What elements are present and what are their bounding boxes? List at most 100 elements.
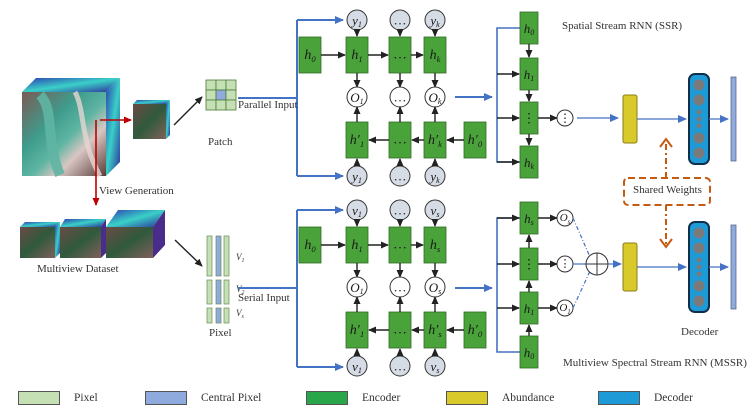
decoder-neuron: [693, 227, 705, 239]
pixel-bar: [223, 307, 230, 324]
stack-output-label: Os: [560, 212, 571, 226]
view-label: V2: [236, 284, 245, 296]
decoder-neuron: [693, 132, 705, 144]
pixel-label: Pixel: [209, 327, 232, 339]
hidden-state-label: …: [393, 323, 407, 338]
input-node-label: …: [394, 203, 407, 218]
stack-input-bracket: [496, 27, 520, 163]
mssr-title: Multiview Spectral Stream RNN (MSSR): [563, 357, 747, 369]
legend-swatch-encoder: [306, 391, 348, 405]
input-node-label: vs: [431, 203, 440, 219]
serial-input-arrows: [238, 206, 344, 371]
legend-item-decoder: Decoder: [598, 387, 693, 409]
central-pixel-bar: [215, 279, 222, 305]
pixel-bar: [206, 279, 213, 305]
hidden-state-label: h′1: [350, 323, 364, 340]
pixel-bar: [206, 235, 213, 277]
hidden-state-label: h′0: [468, 133, 483, 150]
pixel-bar: [223, 235, 230, 277]
decoder-neuron: [696, 264, 702, 270]
input-node-label: yk: [428, 169, 440, 185]
decoder-neuron: [696, 123, 702, 129]
legend-item-central-pixel: Central Pixel: [145, 387, 261, 409]
legend-item-pixel: Pixel: [18, 387, 98, 409]
hidden-state-label: h0: [304, 48, 316, 65]
output-node-label: …: [394, 280, 407, 295]
view-generation-label: View Generation: [99, 185, 174, 197]
reconstructed-pixel: [730, 76, 737, 162]
hidden-state-label: hk: [524, 155, 535, 171]
input-node-label: v1: [352, 203, 362, 219]
hidden-state-label: …: [393, 238, 407, 253]
ssr-title: Spatial Stream RNN (SSR): [562, 20, 683, 32]
output-node-label: O1: [350, 90, 363, 106]
stack-output-label: O1: [559, 302, 570, 316]
hidden-state-label: hs: [524, 211, 534, 227]
pixel-cell: [215, 99, 227, 111]
decoder-neuron: [693, 242, 705, 254]
view-label: V1: [236, 252, 245, 264]
pixel-bar: [206, 307, 213, 324]
legend-swatch-pixel: [18, 391, 60, 405]
multiview-dataset-label: Multiview Dataset: [37, 263, 119, 275]
shared-weights-connector: [623, 137, 711, 249]
pixel-bars: V1V2Vs: [206, 235, 245, 324]
hidden-state-label: h0: [304, 238, 316, 255]
decoder-neuron: [696, 109, 702, 115]
parallel-input-arrows: [238, 16, 344, 180]
pixel-cell: [215, 79, 227, 91]
legend-item-encoder: Encoder: [306, 387, 400, 409]
input-node-label: …: [394, 169, 407, 184]
decoder-neuron: [696, 257, 702, 263]
fusion-connector: [572, 217, 591, 258]
legend-label: Abundance: [502, 392, 555, 404]
input-node-label: …: [394, 13, 407, 28]
hidden-state-label: h′s: [428, 323, 442, 340]
pixel-cell: [225, 89, 237, 101]
central-pixel-cell: [215, 89, 227, 101]
serial-input-label: Serial Input: [238, 292, 290, 304]
hidden-state-label: …: [393, 133, 407, 148]
stack-input-bracket: [496, 217, 520, 353]
hidden-state-label: …: [393, 48, 407, 63]
parallel-input-label: Parallel Input: [238, 99, 298, 111]
decoder-neuron: [693, 79, 705, 91]
hidden-state-label: hs: [430, 238, 441, 255]
legend-label: Encoder: [362, 392, 401, 404]
decoder-neuron: [693, 280, 705, 292]
legend-swatch-central-pixel: [145, 391, 187, 405]
hidden-state-label: h0: [524, 345, 535, 361]
patch-grid: [205, 79, 237, 111]
decoder-label: Decoder: [681, 326, 719, 338]
decoder-neuron: [693, 147, 705, 159]
legend-swatch-decoder: [598, 391, 640, 405]
encoder-cell: [519, 335, 539, 369]
legend-item-abundance: Abundance: [446, 387, 554, 409]
input-node-label: vs: [431, 359, 440, 375]
patch-label: Patch: [208, 136, 233, 148]
hidden-state-label: h1: [351, 238, 362, 255]
stack-output-label: ⋮: [560, 258, 571, 270]
patch-cube: [133, 100, 170, 139]
hidden-state-label: ⋮: [523, 257, 536, 272]
fusion-connector: [572, 270, 591, 309]
central-pixel-bar: [215, 235, 222, 277]
decoder-heads: [622, 73, 737, 313]
hidden-state-label: h1: [351, 48, 362, 65]
decoder-neuron: [696, 271, 702, 277]
input-node-label: y1: [350, 169, 362, 185]
output-node-label: Ok: [429, 90, 442, 106]
input-node-label: y1: [350, 13, 362, 29]
output-node-label: O1: [350, 280, 363, 296]
legend-label: Central Pixel: [201, 392, 262, 404]
hyperspectral-cube: [22, 78, 120, 178]
hidden-state-label: h1: [524, 67, 535, 83]
to-patch-arrow: [173, 96, 203, 126]
hidden-state-label: hk: [430, 48, 441, 65]
input-node-label: yk: [428, 13, 440, 29]
hidden-state-label: ⋮: [523, 111, 536, 126]
